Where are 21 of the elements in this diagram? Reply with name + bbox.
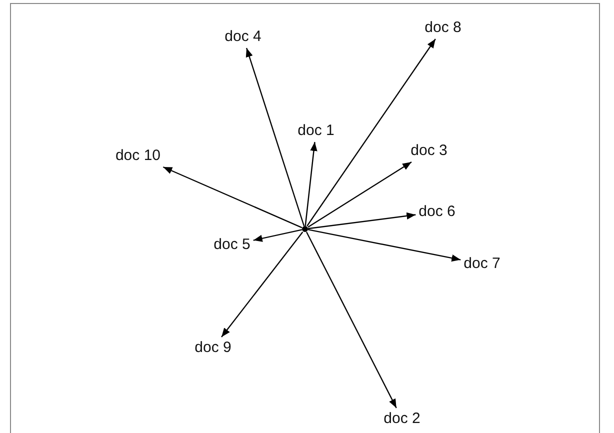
vector-label: doc 6: [418, 203, 456, 221]
arrow: [306, 232, 397, 408]
vector-label: doc 5: [212, 236, 252, 254]
arrow: [308, 212, 416, 230]
vector-label: doc 10: [114, 147, 162, 165]
vector-label: doc 1: [296, 122, 336, 140]
arrow: [246, 48, 305, 226]
arrow: [308, 162, 412, 228]
origin-dot: [302, 226, 308, 232]
vector-label: doc 8: [424, 19, 462, 37]
arrow: [162, 166, 302, 228]
vector-label: doc 9: [194, 339, 232, 357]
arrow: [253, 229, 302, 242]
arrow: [304, 142, 318, 226]
vector-label: doc 4: [224, 28, 262, 46]
vector-label: doc 2: [382, 410, 422, 428]
vector-label: doc 7: [462, 255, 502, 273]
arrow: [221, 232, 304, 338]
arrow: [308, 229, 461, 262]
arrow: [306, 38, 436, 226]
vector-label: doc 3: [410, 142, 448, 160]
